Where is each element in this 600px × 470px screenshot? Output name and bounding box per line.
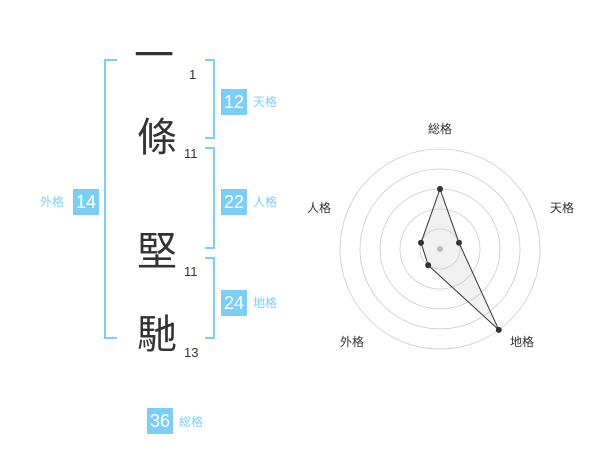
tenkaku-label: 天格 [253, 95, 278, 109]
stroke-count-2: 11 [184, 146, 198, 161]
radar-series-polygon [420, 187, 500, 331]
radar-point-2 [456, 239, 462, 246]
tenkaku-bracket [205, 59, 215, 139]
chikaku-label: 地格 [253, 296, 278, 310]
soukaku-label: 総格 [179, 415, 204, 429]
jinkaku-label: 人格 [253, 195, 278, 209]
radar-point-5 [418, 239, 424, 246]
stroke-count-4: 13 [184, 345, 199, 360]
tenkaku-value: 12 [221, 89, 247, 115]
jinkaku-bracket [205, 147, 215, 249]
radar-axis-label-soukaku: 総格 [428, 122, 453, 136]
radar-axis-label-chikaku: 地格 [510, 335, 535, 349]
radar-point-4 [425, 262, 432, 269]
soukaku-value: 36 [147, 408, 173, 434]
radar-center-dot [437, 246, 443, 252]
radar-ring-1 [419, 228, 461, 270]
name-char-4: 馳 [137, 312, 177, 358]
radar-axis-label-jinkaku: 人格 [307, 201, 332, 215]
name-char-3: 堅 [137, 229, 177, 275]
radar-axis-label-tenkaku: 天格 [550, 201, 575, 215]
gaikaku-label: 外格 [40, 195, 65, 209]
stroke-count-3: 11 [184, 264, 198, 279]
radar-ring-4 [359, 168, 521, 330]
jinkaku-value: 22 [221, 189, 247, 215]
radar-point-1 [437, 186, 443, 192]
chikaku-value: 24 [221, 290, 247, 316]
chikaku-bracket [205, 257, 215, 339]
radar-point-3 [495, 326, 502, 333]
radar-ring-2 [399, 208, 481, 290]
radar-axis-label-gaikaku: 外格 [340, 335, 365, 349]
name-char-2: 條 [137, 115, 177, 161]
gaikaku-value: 14 [73, 189, 99, 215]
gaikaku-bracket [104, 59, 117, 339]
stroke-count-1: 1 [189, 67, 197, 82]
name-char-1: 一 [134, 33, 174, 79]
radar-ring-5 [339, 148, 541, 350]
